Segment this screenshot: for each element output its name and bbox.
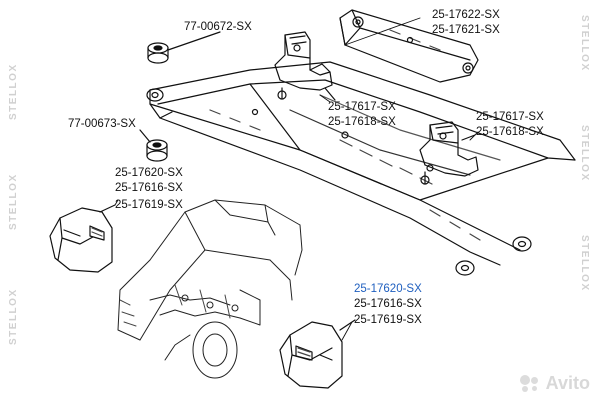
engine-mount-top xyxy=(274,31,336,101)
avito-dots-icon xyxy=(519,374,542,393)
label-25-17619-left: 25-17619-SX xyxy=(115,199,183,211)
vehicle-outline xyxy=(117,199,303,379)
label-25-17619-bottom: 25-17619-SX xyxy=(354,314,422,326)
label-25-17616-bottom: 25-17616-SX xyxy=(354,298,422,310)
label-25-17617-right: 25-17617-SX xyxy=(476,111,544,123)
label-25-17621: 25-17621-SX xyxy=(432,24,500,36)
bushing-lower xyxy=(139,129,168,162)
label-25-17616-left: 25-17616-SX xyxy=(115,182,183,194)
avito-text: Avito xyxy=(545,373,590,393)
bushing-upper xyxy=(147,31,221,64)
label-25-17622: 25-17622-SX xyxy=(432,9,500,21)
label-25-17618-right: 25-17618-SX xyxy=(476,126,544,138)
transmission-mount-left xyxy=(49,204,116,273)
label-77-00672: 77-00672-SX xyxy=(184,21,252,33)
label-25-17620-left: 25-17620-SX xyxy=(115,167,183,179)
transmission-mount-bottom xyxy=(279,319,356,389)
avito-logo: Avito xyxy=(519,373,590,394)
label-25-17620-bottom: 25-17620-SX xyxy=(354,283,422,295)
engine-mount-right xyxy=(419,121,479,185)
label-25-17618-top: 25-17618-SX xyxy=(328,116,396,128)
label-77-00673: 77-00673-SX xyxy=(68,118,136,130)
crossmember-frame xyxy=(146,61,576,276)
transmission-crossmember xyxy=(339,9,479,83)
label-25-17617-top: 25-17617-SX xyxy=(328,101,396,113)
leader-lines xyxy=(114,17,479,341)
